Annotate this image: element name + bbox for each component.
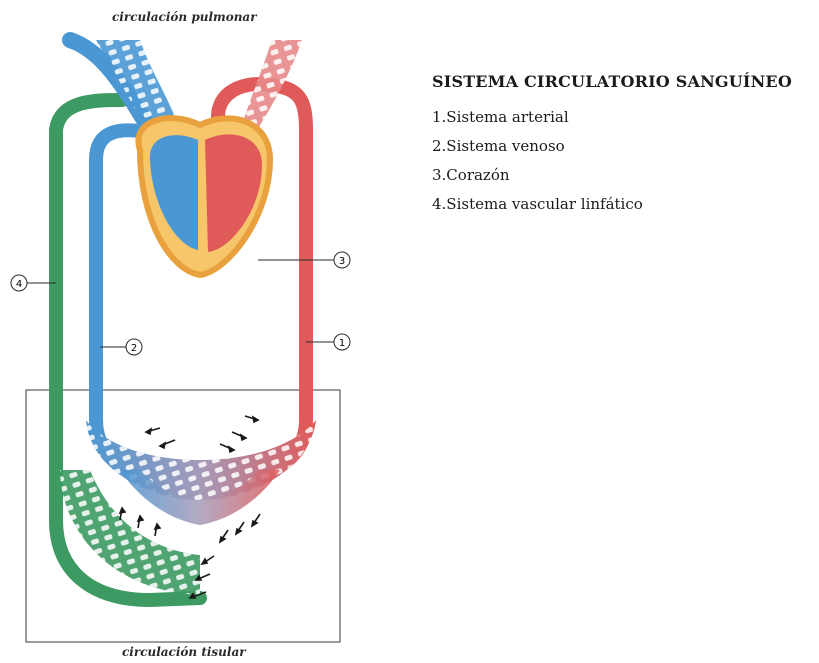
svg-text:4: 4 [16,279,22,290]
tissue-circulation-caption: circulación tisular [122,645,246,659]
heart [138,118,270,275]
legend-list: 1.Sistema arterial 2.Sistema venoso 3.Co… [432,103,812,219]
callout-lines [27,260,334,347]
circulatory-diagram: 1 2 3 4 [0,0,400,663]
legend-title: SISTEMA CIRCULATORIO SANGUÍNEO [432,72,812,91]
legend-item-venous: 2.Sistema venoso [432,132,812,161]
svg-text:3: 3 [339,256,345,267]
legend: SISTEMA CIRCULATORIO SANGUÍNEO 1.Sistema… [432,72,812,219]
svg-text:1: 1 [339,338,345,349]
marker-1: 1 [334,334,350,350]
legend-item-arterial: 1.Sistema arterial [432,103,812,132]
marker-4: 4 [11,275,27,291]
marker-2: 2 [126,339,142,355]
svg-text:2: 2 [131,343,137,354]
capillary-bed [86,420,316,525]
marker-3: 3 [334,252,350,268]
pulmonary-circulation-caption: circulación pulmonar [112,10,257,24]
legend-item-heart: 3.Corazón [432,161,812,190]
legend-item-lymphatic: 4.Sistema vascular linfático [432,190,812,219]
